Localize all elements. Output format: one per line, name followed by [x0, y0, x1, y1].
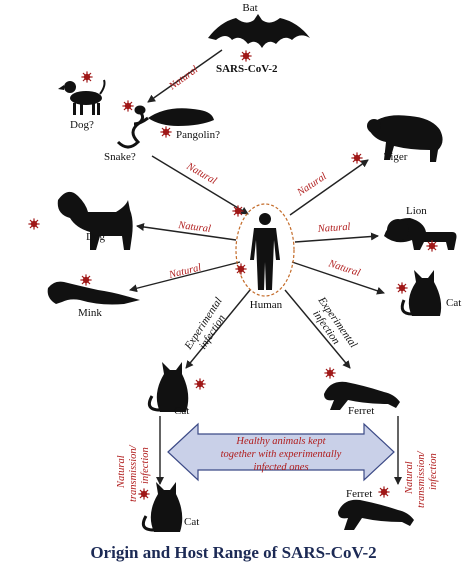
edge-label-exp-left: Experimental infection	[182, 295, 235, 359]
virus-icon	[351, 152, 362, 163]
cat-bottom-icon	[143, 482, 182, 532]
double-arrow-box: Healthy animals kept together with exper…	[168, 424, 394, 480]
label-cat-mid: Cat	[174, 405, 189, 417]
arrow-human-to-lion	[295, 236, 378, 242]
virus-icon	[378, 486, 389, 497]
trans-right-1: Natural	[404, 461, 415, 495]
edge-label-lion: Natural	[316, 222, 350, 235]
edge-label-tiger: Natural	[295, 171, 329, 199]
label-ferret-mid: Ferret	[348, 405, 374, 417]
virus-icon	[160, 126, 171, 137]
trans-right-3: infection	[428, 453, 439, 490]
label-tiger: Tiger	[384, 151, 408, 163]
snake-icon	[118, 107, 144, 147]
label-mink: Mink	[78, 307, 102, 319]
virus-icon	[194, 378, 205, 389]
edge-label-bat: Natural	[166, 64, 200, 93]
transmission-label-right: Natural transmission/ infection	[404, 450, 439, 508]
label-sars: SARS-CoV-2	[216, 63, 278, 75]
virus-icon	[324, 367, 335, 378]
virus-icon	[28, 218, 39, 229]
arrow-reservoir-to-human	[152, 156, 248, 214]
label-dog-q: Dog?	[70, 119, 94, 131]
small-dog-icon	[58, 80, 105, 115]
trans-left-1: Natural	[116, 455, 127, 489]
label-cat-bottom: Cat	[184, 516, 199, 528]
cat-right-icon	[402, 270, 441, 316]
box-line1: Healthy animals kept	[235, 436, 326, 447]
virus-icon	[396, 282, 407, 293]
box-line2: together with experimentally	[221, 449, 342, 460]
diagram-caption: Origin and Host Range of SARS-CoV-2	[0, 543, 467, 563]
host-range-diagram: Natural Natural Natural Natural Natural …	[0, 0, 467, 542]
virus-icon	[426, 240, 437, 251]
trans-left-3: infection	[140, 447, 151, 484]
bat-icon	[208, 14, 310, 48]
edge-label-mink: Natural	[167, 262, 202, 281]
human-node	[232, 204, 294, 296]
ferret-bottom-icon	[338, 500, 414, 530]
lion-icon	[384, 218, 457, 250]
label-dog: Dog	[86, 231, 105, 243]
virus-icon	[122, 100, 133, 111]
mink-icon	[48, 282, 140, 305]
virus-icon	[80, 274, 91, 285]
pangolin-icon	[134, 108, 214, 126]
label-snake-q: Snake?	[104, 151, 136, 163]
edge-label-reservoir: Natural	[184, 161, 219, 187]
label-human: Human	[250, 299, 283, 311]
trans-right-2: transmission/	[416, 450, 427, 508]
virus-icon	[232, 205, 243, 216]
trans-left-2: transmission/	[128, 444, 139, 502]
label-pangolin-q: Pangolin?	[176, 129, 220, 141]
label-bat: Bat	[242, 2, 257, 14]
virus-icon	[81, 71, 92, 82]
label-lion: Lion	[406, 205, 427, 217]
box-line3: infected ones	[253, 462, 308, 473]
human-icon	[250, 213, 280, 290]
virus-icon	[138, 488, 149, 499]
label-cat-right: Cat	[446, 297, 461, 309]
label-ferret-bottom: Ferret	[346, 488, 372, 500]
virus-icon	[235, 263, 246, 274]
virus-icon	[240, 50, 251, 61]
